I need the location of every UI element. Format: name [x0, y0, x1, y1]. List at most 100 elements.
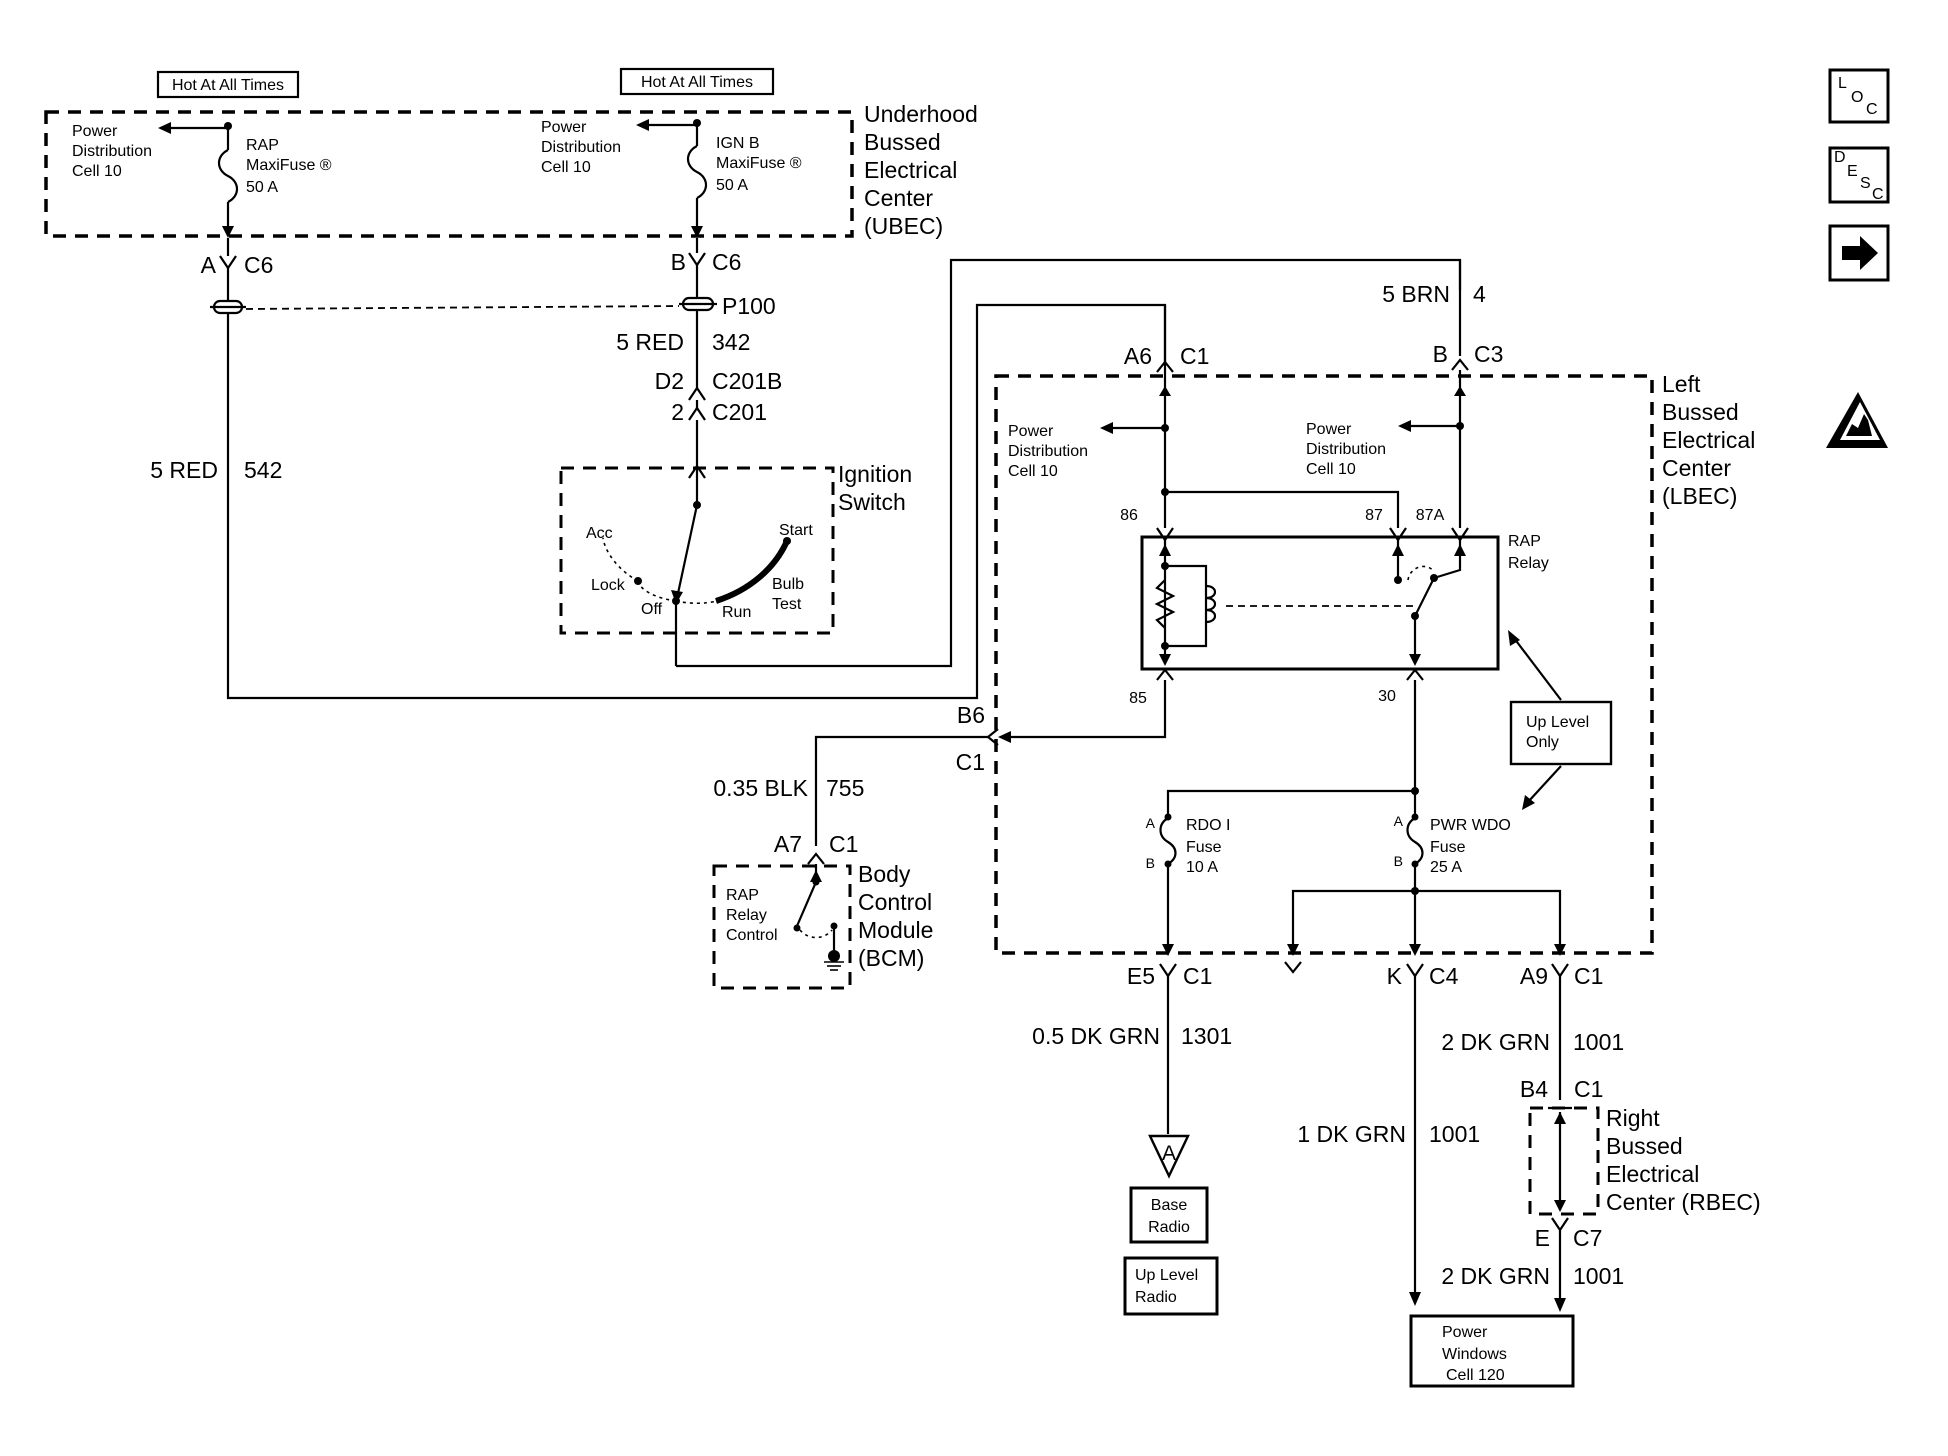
- p100-link: [245, 305, 680, 310]
- svg-text:C: C: [1872, 186, 1884, 203]
- svg-text:C6: C6: [712, 249, 741, 275]
- svg-text:755: 755: [826, 775, 864, 801]
- svg-text:E5: E5: [1127, 963, 1155, 989]
- svg-text:Power: Power: [72, 123, 118, 140]
- svg-text:PWR WDO: PWR WDO: [1430, 817, 1511, 834]
- connector-e5-c1: E5 C1: [1127, 963, 1212, 1134]
- svg-text:K: K: [1387, 963, 1403, 989]
- radio-connector-a: A: [1148, 1134, 1190, 1179]
- wire-1001-a9: 2 DK GRN 1001: [1441, 1029, 1624, 1055]
- svg-text:B4: B4: [1520, 1076, 1548, 1102]
- svg-text:B: B: [1146, 855, 1155, 871]
- svg-text:Body: Body: [858, 861, 911, 887]
- svg-text:Distribution: Distribution: [1008, 443, 1088, 460]
- svg-text:IGN B: IGN B: [716, 135, 760, 152]
- svg-text:25 A: 25 A: [1430, 859, 1462, 876]
- svg-text:1301: 1301: [1181, 1023, 1232, 1049]
- svg-text:Ignition: Ignition: [838, 461, 912, 487]
- svg-text:85: 85: [1129, 690, 1147, 707]
- svg-text:4: 4: [1473, 281, 1486, 307]
- svg-text:2 DK GRN: 2 DK GRN: [1441, 1263, 1550, 1289]
- svg-text:1001: 1001: [1573, 1029, 1624, 1055]
- base-radio: Base Radio: [1129, 1186, 1209, 1244]
- svg-text:1001: 1001: [1573, 1263, 1624, 1289]
- loc-icon[interactable]: L O C: [1828, 68, 1890, 124]
- ubec-boundary: [44, 110, 854, 238]
- svg-text:1001: 1001: [1429, 1121, 1480, 1147]
- svg-text:Run: Run: [722, 604, 751, 621]
- ubec-label: Underhood Bussed Electrical Center (UBEC…: [864, 101, 978, 239]
- svg-text:Off: Off: [641, 601, 663, 618]
- lbec-label: Left Bussed Electrical Center (LBEC): [1662, 371, 1755, 509]
- svg-text:Distribution: Distribution: [1306, 441, 1386, 458]
- lbec-feed-87a: [1398, 380, 1466, 528]
- ign-b-maxifuse-label: IGN B MaxiFuse ® 50 A: [716, 135, 802, 194]
- svg-text:L: L: [1838, 75, 1847, 92]
- wire-1001-k: 1 DK GRN 1001: [1297, 1121, 1480, 1147]
- lbec-feed-86: [1100, 380, 1400, 528]
- svg-text:Control: Control: [726, 927, 778, 944]
- svg-text:Test: Test: [772, 596, 802, 613]
- bcm-boundary: [712, 864, 852, 990]
- svg-text:Up Level: Up Level: [1135, 1267, 1198, 1284]
- svg-text:Acc: Acc: [586, 525, 613, 542]
- svg-text:Underhood: Underhood: [864, 101, 978, 127]
- svg-text:Radio: Radio: [1135, 1289, 1177, 1306]
- svg-text:50 A: 50 A: [246, 179, 278, 196]
- svg-text:Electrical: Electrical: [864, 157, 957, 183]
- svg-text:50 A: 50 A: [716, 177, 748, 194]
- svg-text:Fuse: Fuse: [1186, 839, 1222, 856]
- rap-maxifuse-label: RAP MaxiFuse ® 50 A: [246, 137, 332, 196]
- svg-text:(UBEC): (UBEC): [864, 213, 943, 239]
- svg-text:Distribution: Distribution: [541, 139, 621, 156]
- svg-text:Cell 10: Cell 10: [1306, 461, 1356, 478]
- connector-b6-c1: B6 C1: [814, 702, 999, 846]
- lbec-power-distribution-label-2: Power Distribution Cell 10: [1306, 421, 1386, 478]
- up-level-only-note: Up Level Only: [1508, 630, 1613, 810]
- svg-text:C1: C1: [829, 831, 858, 857]
- rap-maxifuse: [158, 122, 239, 238]
- splice-p100: P100: [679, 293, 776, 319]
- svg-text:C1: C1: [1574, 1076, 1603, 1102]
- svg-text:A6: A6: [1124, 343, 1152, 369]
- svg-text:Radio: Radio: [1148, 1219, 1190, 1236]
- rap-relay-box: [1140, 535, 1500, 671]
- hot-at-all-times-label-1: Hot At All Times: [156, 70, 300, 99]
- svg-text:Relay: Relay: [1508, 555, 1549, 572]
- relay-pin-labels: 86 87 87A 85 30: [1120, 507, 1444, 707]
- svg-text:Cell 120: Cell 120: [1446, 1367, 1505, 1384]
- up-level-radio: Up Level Radio: [1123, 1256, 1219, 1316]
- svg-text:Hot At All Times: Hot At All Times: [172, 77, 284, 94]
- svg-text:Center: Center: [864, 185, 933, 211]
- ign-b-maxifuse: [636, 119, 708, 238]
- svg-text:30: 30: [1378, 688, 1396, 705]
- connector-a7-c1: A7 C1: [774, 831, 858, 865]
- svg-text:Center: Center: [1662, 455, 1731, 481]
- ignition-switch-positions: Acc Lock Off Run Start Bulb Test: [586, 522, 813, 621]
- svg-text:Switch: Switch: [838, 489, 906, 515]
- svg-text:10 A: 10 A: [1186, 859, 1218, 876]
- svg-text:Distribution: Distribution: [72, 143, 152, 160]
- svg-text:(LBEC): (LBEC): [1662, 483, 1737, 509]
- desc-icon[interactable]: D E S C: [1828, 146, 1890, 204]
- svg-text:C201: C201: [712, 399, 767, 425]
- svg-text:Power: Power: [541, 119, 587, 136]
- svg-text:A7: A7: [774, 831, 802, 857]
- svg-text:Bussed: Bussed: [864, 129, 941, 155]
- svg-text:2 DK GRN: 2 DK GRN: [1441, 1029, 1550, 1055]
- wire-1301: 0.5 DK GRN 1301: [1032, 1023, 1232, 1049]
- wire-342: 5 RED 342: [616, 265, 750, 388]
- svg-text:MaxiFuse ®: MaxiFuse ®: [246, 157, 332, 174]
- svg-text:87: 87: [1365, 507, 1383, 524]
- right-arrow-icon[interactable]: [1828, 224, 1890, 282]
- svg-text:B: B: [671, 249, 686, 275]
- connector-a6-c1: A6 C1: [1124, 305, 1209, 380]
- rdo-i-fuse: A B RDO I Fuse 10 A: [1146, 813, 1230, 956]
- svg-text:Lock: Lock: [591, 577, 626, 594]
- svg-text:RDO I: RDO I: [1186, 817, 1230, 834]
- svg-text:Left: Left: [1662, 371, 1701, 397]
- svg-text:C201B: C201B: [712, 368, 782, 394]
- svg-text:S: S: [1860, 175, 1871, 192]
- lbec-power-distribution-label-1: Power Distribution Cell 10: [1008, 423, 1088, 480]
